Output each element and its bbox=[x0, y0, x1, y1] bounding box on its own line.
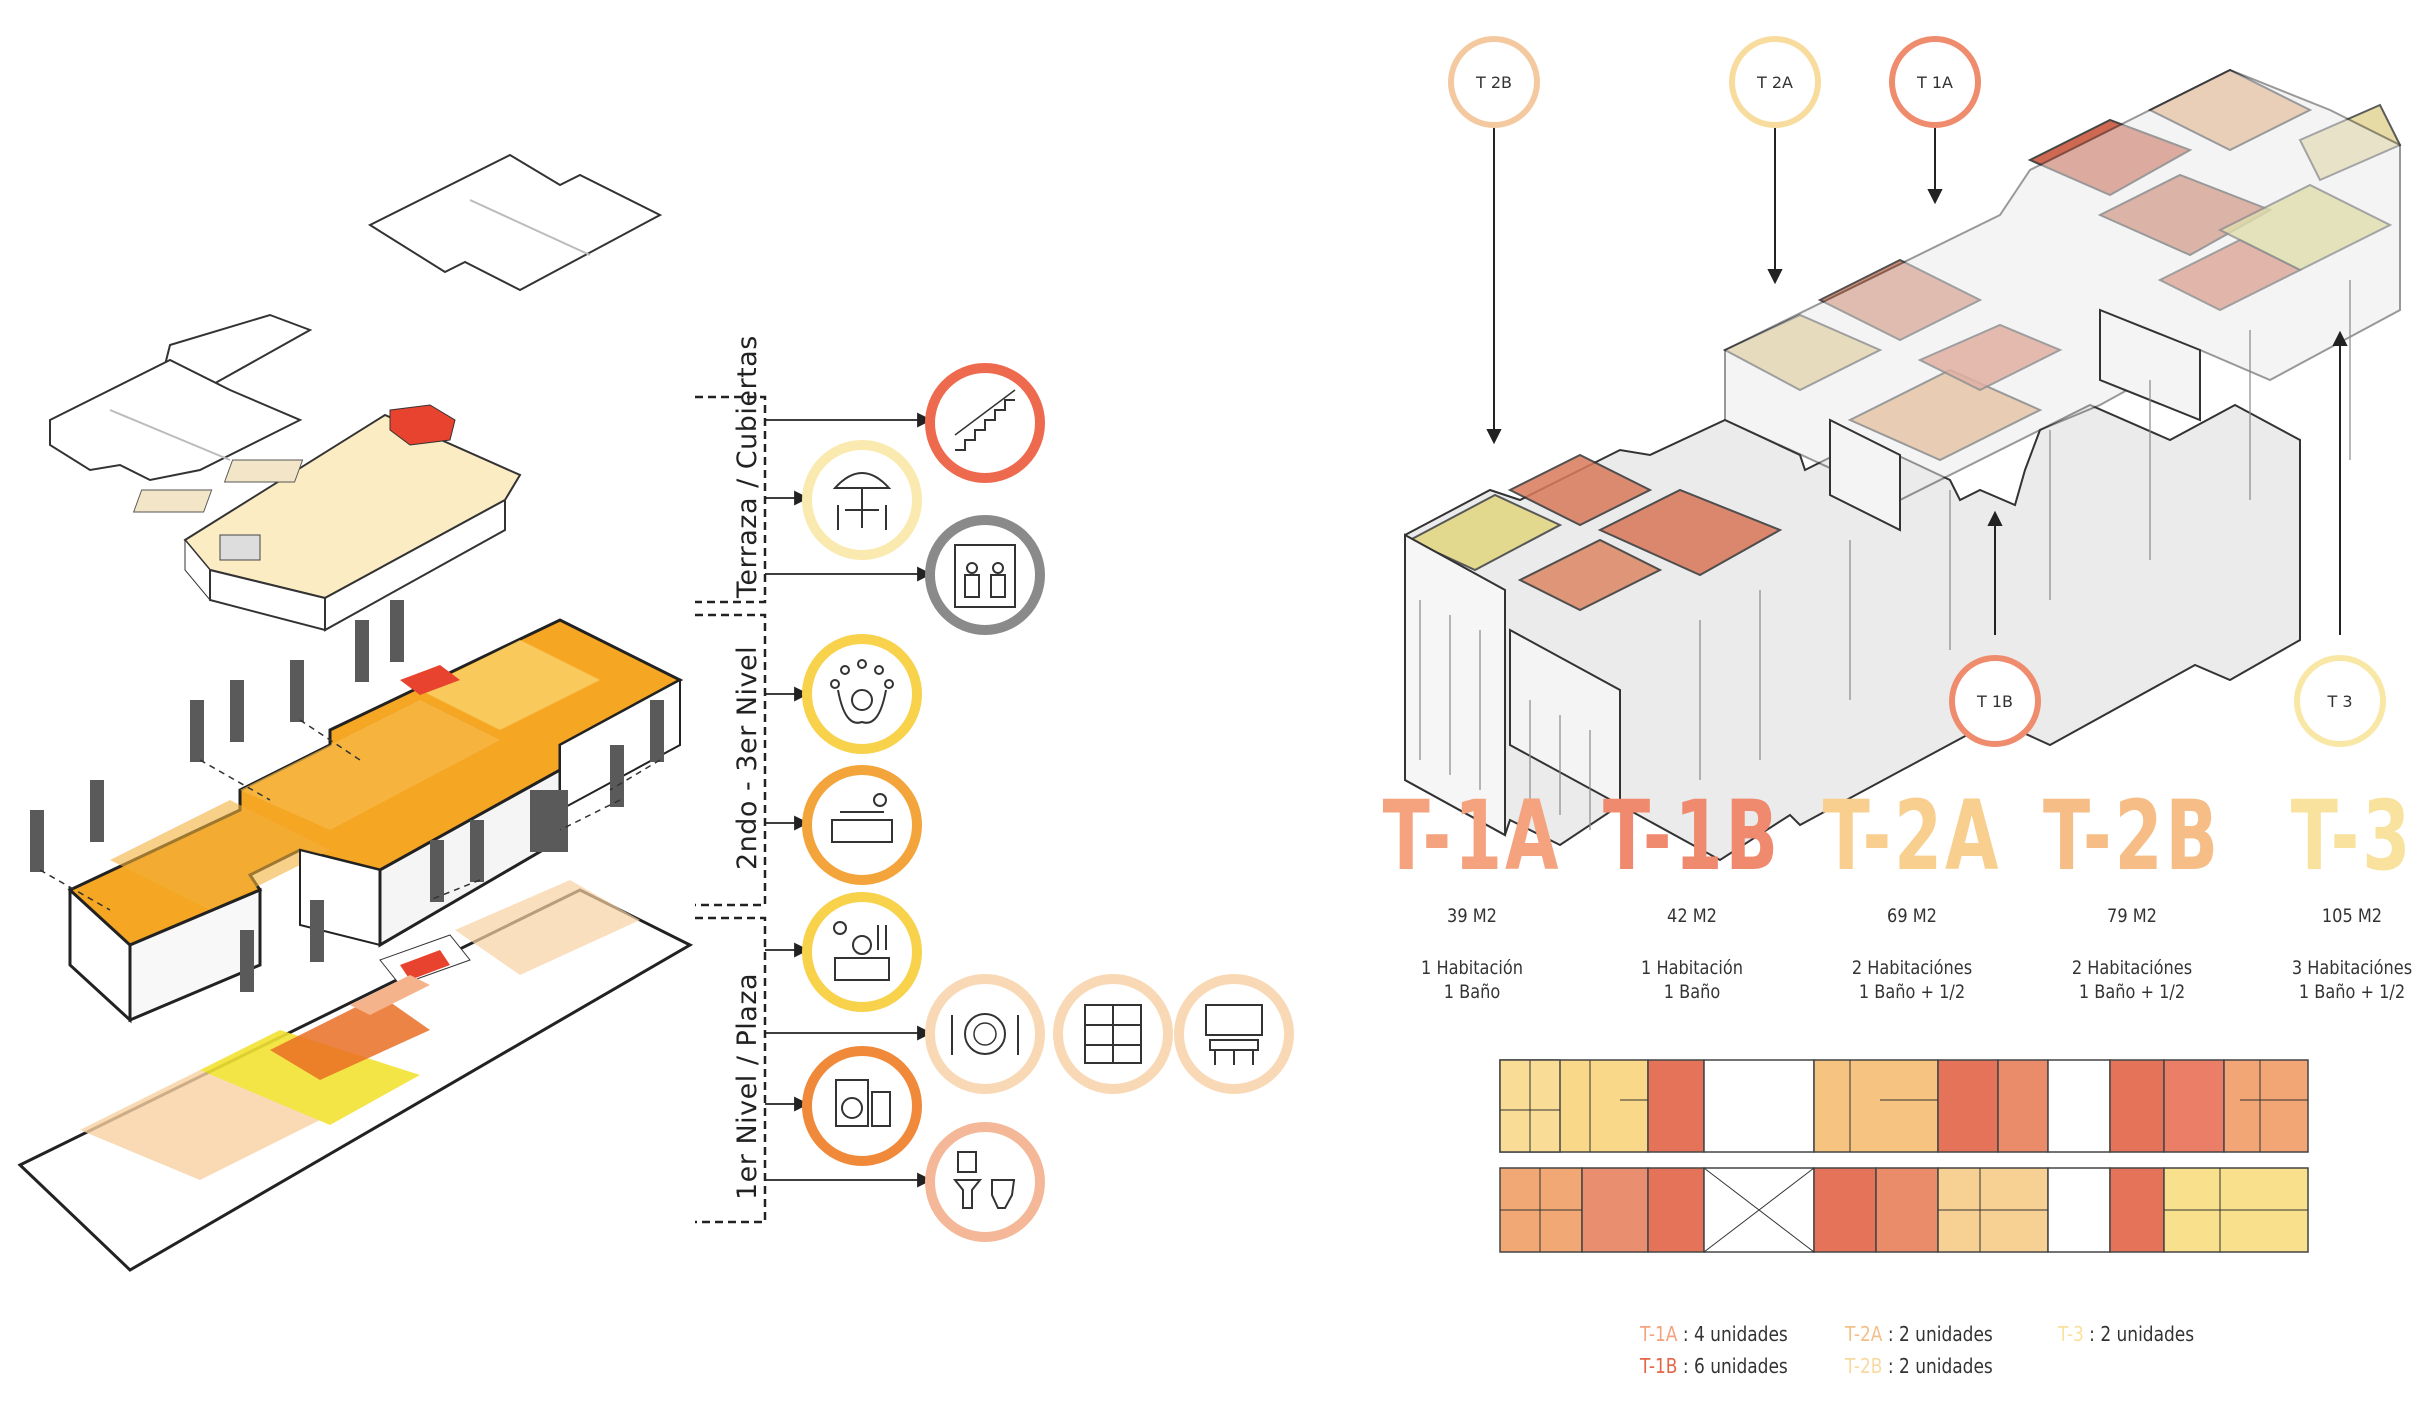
rooms: 3 Habitaciónes bbox=[2291, 957, 2413, 979]
bath: 1 Baño bbox=[1443, 981, 1501, 1003]
type-info-t3: 105 M2 3 Habitaciónes 1 Baño + 1/2 bbox=[2233, 904, 2432, 1004]
tag-t2a: T 2A bbox=[1729, 36, 1821, 128]
type-info-t1b: 42 M2 1 Habitación 1 Baño bbox=[1573, 904, 1811, 1004]
terrace-level bbox=[132, 404, 522, 632]
rooms: 1 Habitación bbox=[1641, 957, 1743, 979]
building-window-lines bbox=[1419, 280, 2351, 830]
storage-icon bbox=[1053, 974, 1173, 1094]
type-title-t2b: T-2B bbox=[2043, 780, 2221, 892]
tag-pointers bbox=[1486, 125, 2348, 635]
connector-arrows bbox=[765, 412, 933, 1188]
terrace-umbrella-icon bbox=[802, 440, 922, 560]
ground-level bbox=[17, 880, 694, 1272]
legend-text: : 2 unidades bbox=[1882, 1322, 1993, 1346]
legend-code: T-2B bbox=[1845, 1354, 1883, 1378]
laundry-icon bbox=[802, 1046, 922, 1166]
type-info-t2a: 69 M2 2 Habitaciónes 1 Baño + 1/2 bbox=[1793, 904, 2031, 1004]
area: 105 M2 bbox=[2321, 905, 2383, 927]
bath: 1 Baño bbox=[1663, 981, 1721, 1003]
legend-code: T-1B bbox=[1640, 1354, 1678, 1378]
rooms: 2 Habitaciónes bbox=[1851, 957, 1973, 979]
building-mass bbox=[1404, 68, 2402, 862]
section-label-ground: 1er Nivel / Plaza bbox=[732, 972, 763, 1200]
type-title-t2a: T-2A bbox=[1822, 780, 2002, 892]
legend-t1a: T-1A : 4 unidades bbox=[1640, 1322, 1788, 1346]
rooms: 2 Habitaciónes bbox=[2071, 957, 2193, 979]
tag-t3: T 3 bbox=[2294, 655, 2386, 747]
legend-code: T-3 bbox=[2058, 1322, 2084, 1346]
legend-text: : 2 unidades bbox=[2083, 1322, 2195, 1346]
tag-t1a: T 1A bbox=[1889, 36, 1981, 128]
tag-t2b: T 2B bbox=[1448, 36, 1540, 128]
section-brackets bbox=[695, 395, 767, 1224]
section-label-upper: 2ndo - 3er Nivel bbox=[732, 645, 763, 870]
legend-text: : 4 unidades bbox=[1677, 1322, 1788, 1346]
legend-t2b: T-2B : 2 unidades bbox=[1845, 1354, 1993, 1378]
legend-t1b: T-1B : 6 unidades bbox=[1640, 1354, 1788, 1378]
community-icon bbox=[802, 634, 922, 754]
type-title-t3: T-3 bbox=[2290, 780, 2414, 892]
type-title-t1b: T-1B bbox=[1603, 780, 1781, 892]
floor-plan-walls bbox=[1500, 1060, 2308, 1253]
elevator-icon bbox=[925, 515, 1045, 635]
floor-plan bbox=[1499, 1059, 2309, 1253]
area: 42 M2 bbox=[1667, 905, 1717, 927]
area: 79 M2 bbox=[2107, 905, 2157, 927]
type-info-t2b: 79 M2 2 Habitaciónes 1 Baño + 1/2 bbox=[2013, 904, 2251, 1004]
legend-code: T-2A bbox=[1845, 1322, 1883, 1346]
area: 69 M2 bbox=[1887, 905, 1937, 927]
lounge-icon bbox=[802, 765, 922, 885]
legend-code: T-1A bbox=[1640, 1322, 1678, 1346]
bath: 1 Baño + 1/2 bbox=[1858, 981, 1966, 1003]
exploded-axonometric bbox=[17, 153, 1294, 1272]
bath: 1 Baño + 1/2 bbox=[2078, 981, 2186, 1003]
legend-text: : 2 unidades bbox=[1882, 1354, 1993, 1378]
roof-planes bbox=[49, 153, 663, 482]
legend-t2a: T-2A : 2 unidades bbox=[1845, 1322, 1993, 1346]
legend-text: : 6 unidades bbox=[1677, 1354, 1788, 1378]
bath: 1 Baño + 1/2 bbox=[2298, 981, 2406, 1003]
section-label-roof: Terraza / Cubiertas bbox=[732, 335, 763, 598]
legend-t3: T-3 : 2 unidades bbox=[2058, 1322, 2194, 1346]
bathroom-icon bbox=[925, 1122, 1045, 1242]
dining-icon bbox=[925, 974, 1045, 1094]
area: 39 M2 bbox=[1447, 905, 1497, 927]
meeting-room-icon bbox=[1174, 974, 1294, 1094]
rooms: 1 Habitación bbox=[1421, 957, 1523, 979]
upper-levels bbox=[30, 600, 684, 1024]
tag-t1b: T 1B bbox=[1949, 655, 2041, 747]
type-title-t1a: T-1A bbox=[1382, 780, 1562, 892]
stairs-icon bbox=[925, 363, 1045, 483]
type-info-t1a: 39 M2 1 Habitación 1 Baño bbox=[1353, 904, 1591, 1004]
coworking-icon bbox=[802, 892, 922, 1012]
